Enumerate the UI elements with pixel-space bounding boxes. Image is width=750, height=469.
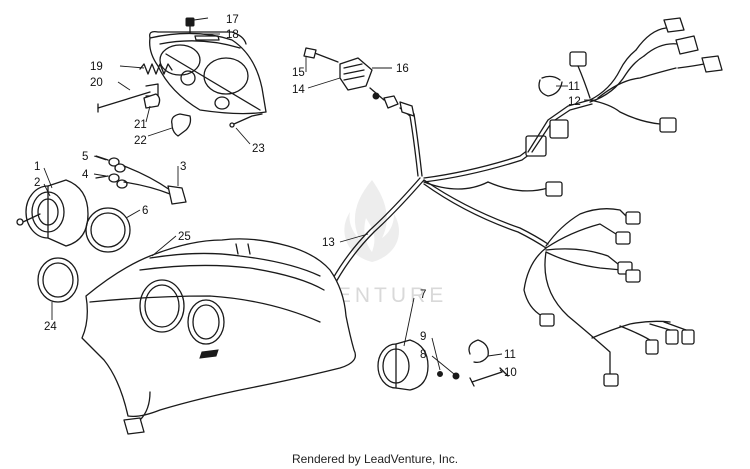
dash-panel (81, 238, 357, 435)
callout-1: 1 (34, 161, 40, 173)
callout-21: 21 (134, 119, 147, 131)
callout-22: 22 (134, 135, 147, 147)
module-assembly (303, 47, 399, 109)
flame-logo-icon (344, 180, 400, 262)
callout-24: 24 (44, 321, 57, 333)
callout-20: 20 (90, 77, 103, 89)
callout-7: 7 (420, 289, 426, 301)
callout-15: 15 (292, 67, 305, 79)
callout-11-upper: 11 (568, 81, 580, 93)
headlight-assembly (97, 17, 267, 137)
callout-6: 6 (142, 205, 148, 217)
callout-13: 13 (322, 237, 335, 249)
callout-16: 16 (396, 63, 409, 75)
indicator-lights (95, 155, 187, 205)
callout-23: 23 (252, 143, 265, 155)
callout-8: 8 (420, 349, 426, 361)
callout-18: 18 (226, 29, 239, 41)
callout-12: 12 (568, 96, 581, 108)
leader-lines (43, 17, 596, 375)
callout-4: 4 (82, 169, 89, 181)
callout-19: 19 (90, 61, 103, 73)
callout-3: 3 (180, 161, 186, 173)
callout-5: 5 (82, 151, 88, 163)
callout-11-lower: 11 (504, 349, 516, 361)
callout-14: 14 (292, 84, 305, 96)
callout-2: 2 (34, 177, 40, 189)
tachometer-gauge (377, 339, 509, 391)
speedometer-gauge (16, 179, 89, 247)
callout-9: 9 (420, 331, 426, 343)
callout-labels: 17 18 19 20 21 22 23 15 14 16 11 12 1 2 … (34, 14, 581, 379)
callout-25: 25 (178, 231, 191, 243)
footer-credit: Rendered by LeadVenture, Inc. (291, 452, 459, 466)
callout-10: 10 (504, 367, 517, 379)
callout-17: 17 (226, 14, 239, 26)
bezel-rings (37, 207, 131, 303)
wiring-harness (325, 17, 723, 387)
